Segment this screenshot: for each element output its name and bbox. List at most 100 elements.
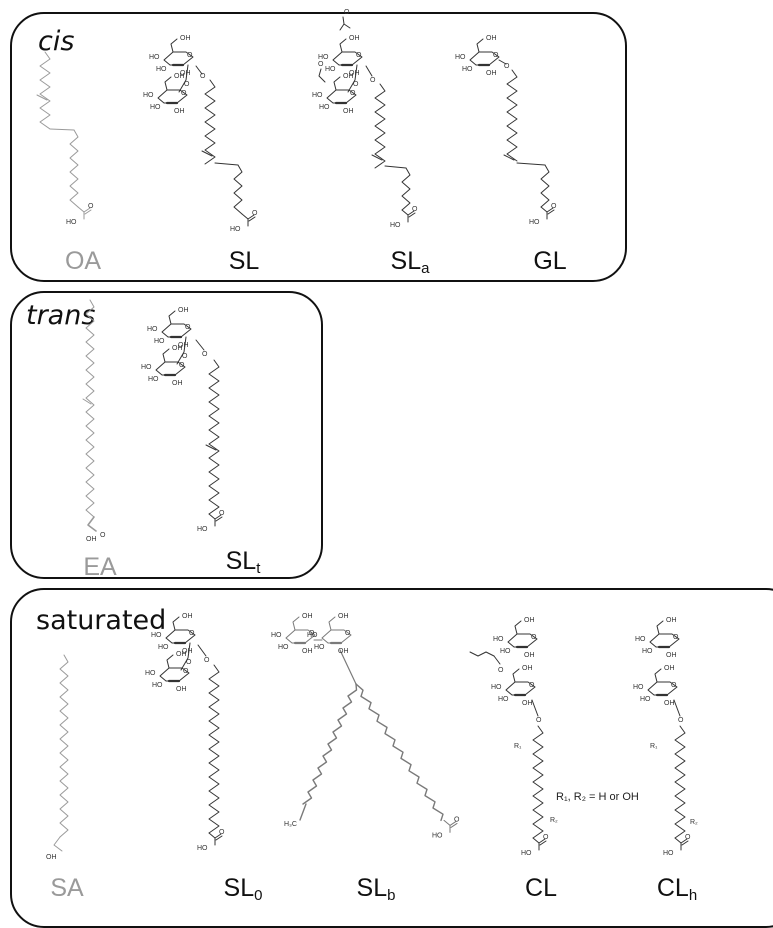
sl-o: O	[252, 210, 258, 217]
clh-ring1-ring-o: O	[673, 634, 679, 641]
cl-ho: HO	[521, 850, 532, 857]
slb-left-arm	[302, 683, 358, 805]
sl0-sophorose-ring1-oh-bot: OH	[182, 648, 193, 655]
slb-ring1-ho-mid: HO	[278, 644, 289, 651]
ea-chain	[85, 299, 95, 518]
sl-chain-upper-double-bond	[201, 150, 213, 157]
sa-end	[53, 836, 63, 852]
sl0-sophorose-ring1-ho-mid: HO	[158, 644, 169, 651]
slb-h3c: H₃C	[284, 821, 297, 828]
clh-ring1-oh-top: OH	[666, 617, 677, 624]
gl-carboxyl	[540, 206, 548, 220]
label-sla: SLa	[390, 247, 430, 277]
cl-ring1-oh-top: OH	[524, 617, 535, 624]
clh-ring2-oh-top: OH	[664, 665, 675, 672]
sl0-sophorose-ring2-ho-left: HO	[145, 670, 156, 677]
gl-ho: HO	[529, 219, 540, 226]
sla-o: O	[370, 77, 376, 84]
cl-o: O	[543, 834, 549, 841]
sl-carboxyl	[241, 213, 249, 227]
clh-carbonyl	[680, 838, 689, 846]
label-slt: SLt	[225, 547, 261, 577]
label-slb: SLb	[356, 874, 396, 904]
label-ea: EA	[83, 553, 117, 581]
sl0-carboxyl	[208, 832, 216, 846]
gl-o: O	[504, 63, 510, 70]
slt-link	[195, 339, 205, 351]
clh-ring2-oh-bot: OH	[664, 700, 675, 707]
sl-bend	[214, 162, 239, 166]
sla-o: O	[412, 206, 418, 213]
cl-carboxyl	[532, 837, 540, 851]
sl0-chain	[208, 664, 220, 834]
cl-link	[531, 699, 539, 717]
panel-title-trans: trans	[26, 300, 96, 331]
slb-right-arm	[355, 683, 444, 822]
sl-carbonyl	[247, 214, 256, 222]
sl0-sophorose-ring1-oh-top: OH	[182, 613, 193, 620]
r-group-note: R₁, R₂ = H or OH	[556, 791, 639, 803]
slb-o: O	[454, 816, 460, 823]
slt-carboxyl	[208, 513, 216, 527]
sl-chain-upper	[204, 79, 216, 165]
slt-sophorose-link-o: O	[182, 353, 188, 360]
cl-r1: R₁	[514, 743, 522, 750]
gl-link	[498, 59, 507, 65]
sl-chain-lower	[233, 164, 243, 215]
clh-ring2-ring-o: O	[671, 682, 677, 689]
sl0-o: O	[204, 657, 210, 664]
slt-chain-double-bond	[205, 444, 217, 451]
sla-sophorose-link-o: O	[353, 81, 359, 88]
slt-ho: HO	[197, 526, 208, 533]
label-sa: SA	[50, 874, 84, 902]
panel-title-saturated: saturated	[36, 605, 167, 636]
sl-sophorose-ring2-ho-left: HO	[143, 92, 154, 99]
sl-sophorose-ring1-ho-left: HO	[149, 54, 160, 61]
slb-ring1-oh-bot: OH	[302, 648, 313, 655]
sla-acetyl2	[318, 68, 326, 83]
cl-o: O	[536, 717, 542, 724]
slb-ring2-ho-mid: HO	[314, 644, 325, 651]
sl0-sophorose-ring1-ring-o: O	[189, 630, 195, 637]
sl0-sophorose-ring2-ring-o: O	[183, 668, 189, 675]
sl0-ho: HO	[197, 845, 208, 852]
sla-chain-upper-double-bond	[371, 154, 383, 161]
sla-sophorose-ring1-ring-o: O	[356, 52, 362, 59]
sla-sophorose-ring1-oh-bot: OH	[349, 70, 360, 77]
cl-carbonyl	[538, 838, 547, 846]
slb-ring1-oh-top: OH	[302, 613, 313, 620]
slt-sophorose-ring1-oh-top: OH	[178, 307, 189, 314]
cl-ring2-ho-mid: HO	[498, 696, 509, 703]
sl-sophorose-ring2-ring-o: O	[181, 90, 187, 97]
cl-ring1-ho-mid: HO	[500, 648, 511, 655]
clh-link	[673, 699, 681, 717]
cl-ring1-ho-left: HO	[493, 636, 504, 643]
sl-sophorose-ring1-oh-bot: OH	[180, 70, 191, 77]
slt-o: O	[202, 351, 208, 358]
slt-sophorose-ring2-ho-left: HO	[141, 364, 152, 371]
gl-glucose-oh-top: OH	[486, 35, 497, 42]
sa-chain	[59, 654, 69, 838]
clh-ring1-ch2oh	[656, 620, 664, 635]
sl-sophorose-ring1-oh-top: OH	[180, 35, 191, 42]
clh-ring1-ho-mid: HO	[642, 648, 653, 655]
sla-sophorose-ring2-ring-o: O	[350, 90, 356, 97]
label-clh: CLh	[656, 874, 698, 904]
sl-link	[195, 65, 203, 75]
panel-title-cis: cis	[38, 26, 75, 57]
slt-sophorose-ring1-ho-left: HO	[147, 326, 158, 333]
slt-sophorose-ring1-ho-mid: HO	[154, 338, 165, 345]
sl-sophorose-ring2-oh-top: OH	[174, 73, 185, 80]
slb-ring2-ring-o: O	[345, 630, 351, 637]
sla-sophorose-ring1-oh-top: OH	[349, 35, 360, 42]
sl0-sophorose-ring2-ho-mid: HO	[152, 682, 163, 689]
sl0-sophorose-ring1-ho-left: HO	[151, 632, 162, 639]
slt-sophorose-ring1-oh-bot: OH	[178, 342, 189, 349]
sl-sophorose-ring2-ho-mid: HO	[150, 104, 161, 111]
sl-sophorose-glycosidic-link	[178, 64, 189, 93]
gl-glucose-ho-mid: HO	[462, 66, 473, 73]
slt-sophorose-ring1-ring-o: O	[185, 324, 191, 331]
oa-chain-upper-double-bond	[36, 94, 48, 101]
gl-chain-upper	[506, 69, 518, 162]
